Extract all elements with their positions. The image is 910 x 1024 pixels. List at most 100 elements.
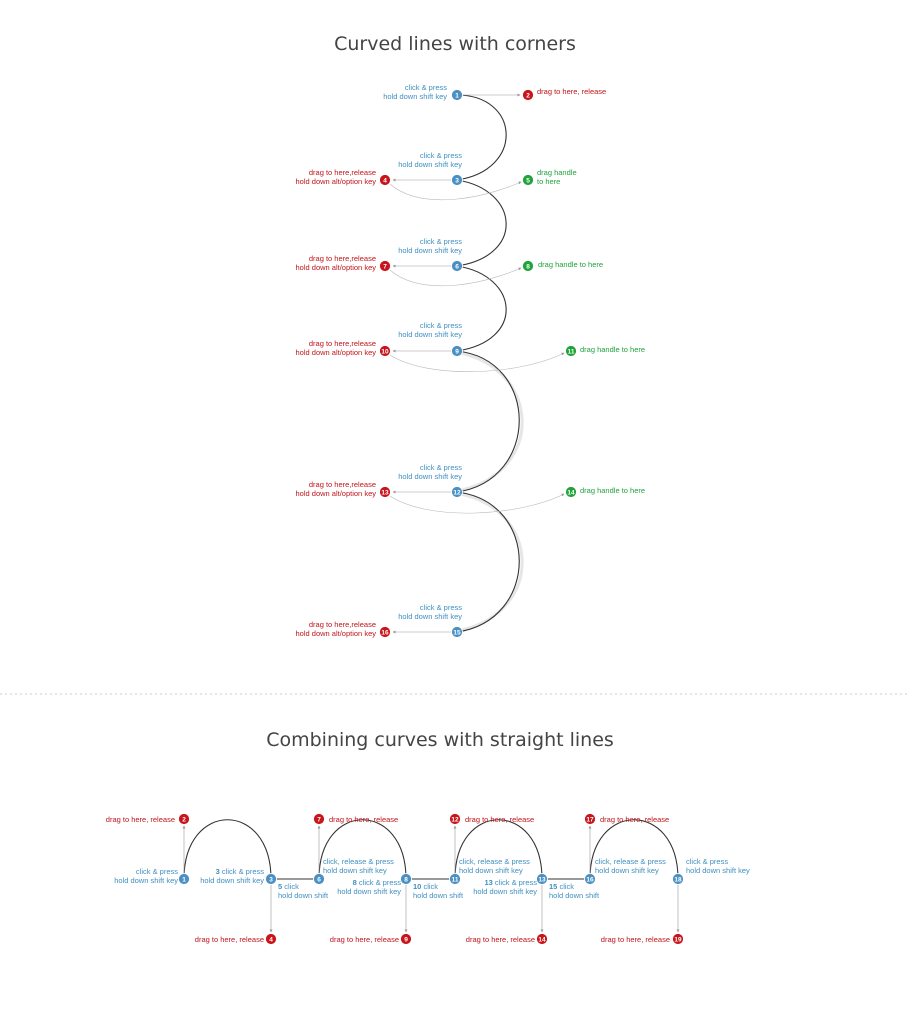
section2-step-label-5: 5 click <box>278 882 299 891</box>
section1-step-label-1: hold down shift key <box>383 92 447 101</box>
section1-marker-11 <box>565 345 577 357</box>
section1-step-8: 8 drag handle to here <box>522 260 603 272</box>
section2-marker-number-12: 12 <box>451 816 459 823</box>
section2-marker-number-2: 2 <box>182 816 186 823</box>
section1-marker-number-1: 1 <box>455 92 459 99</box>
section1-step-14: 14 drag handle to here <box>565 486 645 498</box>
section1-step-label-6: hold down shift key <box>398 246 462 255</box>
section1-marker-number-9: 9 <box>455 348 459 355</box>
section1-step-label-4: drag to here,release <box>309 168 376 177</box>
section2-marker-number-19: 19 <box>674 936 682 943</box>
section2-marker-16 <box>584 873 596 885</box>
section2-step-label-7: drag to here, release <box>329 815 398 824</box>
arch-3 <box>454 819 543 880</box>
section2-step-label-11: hold down shift key <box>459 866 523 875</box>
main-curve <box>456 94 520 633</box>
section2-marker-number-18: 18 <box>674 876 682 883</box>
section2-step-label-15: 15 click <box>549 882 574 891</box>
section2-marker-number-17: 17 <box>586 816 594 823</box>
section2-title: Combining curves with straight lines <box>266 729 614 751</box>
section1-marker-7 <box>379 260 391 272</box>
section2-marker-2 <box>178 813 190 825</box>
section1-marker-number-13: 13 <box>381 489 389 496</box>
section1-marker-number-14: 14 <box>567 489 575 496</box>
section2-step-label-19: drag to here, release <box>601 935 670 944</box>
section2-marker-number-1: 1 <box>182 876 186 883</box>
section2-step-label-8: hold down shift key <box>337 887 401 896</box>
section1-marker-15 <box>451 626 463 638</box>
section2-marker-17 <box>584 813 596 825</box>
section1-step-label-4: hold down alt/option key <box>296 177 377 186</box>
section2-marker-6 <box>313 873 325 885</box>
section1-step-label-2: drag to here, release <box>537 87 606 96</box>
section2-marker-number-13: 13 <box>538 876 546 883</box>
section2-step-label-17: drag to here, release <box>600 815 669 824</box>
section1-marker-number-15: 15 <box>453 629 461 636</box>
section1-step-label-10: drag to here,release <box>309 339 376 348</box>
section1-marker-number-12: 12 <box>453 489 461 496</box>
section1-step-label-5: to here <box>537 177 560 186</box>
section1-marker-number-6: 6 <box>455 263 459 270</box>
section1-marker-13 <box>379 486 391 498</box>
section2-marker-number-7: 7 <box>317 816 321 823</box>
section1-marker-2 <box>522 89 534 101</box>
section2-marker-number-11: 11 <box>452 876 459 883</box>
section1-marker-5 <box>522 174 534 186</box>
section2-marker-13 <box>536 873 548 885</box>
section1-step-label-7: drag to here,release <box>309 254 376 263</box>
section1-marker-6 <box>451 260 463 272</box>
section2-step-label-18: click & press <box>686 857 728 866</box>
section1-step-label-3: click & press <box>420 151 462 160</box>
section1-step-label-14: drag handle to here <box>580 486 645 495</box>
section2-step-label-15: hold down shift <box>549 891 600 900</box>
section2-marker-7 <box>313 813 325 825</box>
section1-marker-number-5: 5 <box>526 177 530 184</box>
section2-step-label-6: click, release & press <box>323 857 394 866</box>
section2-step-label-11: click, release & press <box>459 857 530 866</box>
section2-step-7: 7 drag to here, release <box>313 813 398 825</box>
handle-arc-5 <box>389 181 522 201</box>
arch-2 <box>318 819 407 880</box>
section1-step-label-8: drag handle to here <box>538 260 603 269</box>
section2-step-label-9: drag to here, release <box>330 935 399 944</box>
section2-step-label-6: hold down shift key <box>323 866 387 875</box>
section1-marker-number-4: 4 <box>383 177 387 184</box>
section1-marker-number-8: 8 <box>526 263 530 270</box>
section1-marker-10 <box>379 345 391 357</box>
section2-step-label-3: 3 click & press <box>216 867 265 876</box>
section1-marker-16 <box>379 626 391 638</box>
arch-1 <box>183 819 272 880</box>
section1-step-label-12: click & press <box>420 463 462 472</box>
section1-marker-number-7: 7 <box>383 263 387 270</box>
section2-step-label-2: drag to here, release <box>106 815 175 824</box>
section2-step-label-10: 10 click <box>413 882 438 891</box>
section2-step-label-12: drag to here, release <box>465 815 534 824</box>
section2-marker-number-14: 14 <box>538 936 546 943</box>
section2-step-label-1: hold down shift key <box>114 876 178 885</box>
curve-shadow-2 <box>459 492 524 632</box>
section2-step-label-1: click & press <box>136 867 178 876</box>
section1-step-label-16: hold down alt/option key <box>296 629 377 638</box>
section1-step-label-11: drag handle to here <box>580 345 645 354</box>
section1-marker-1 <box>451 89 463 101</box>
